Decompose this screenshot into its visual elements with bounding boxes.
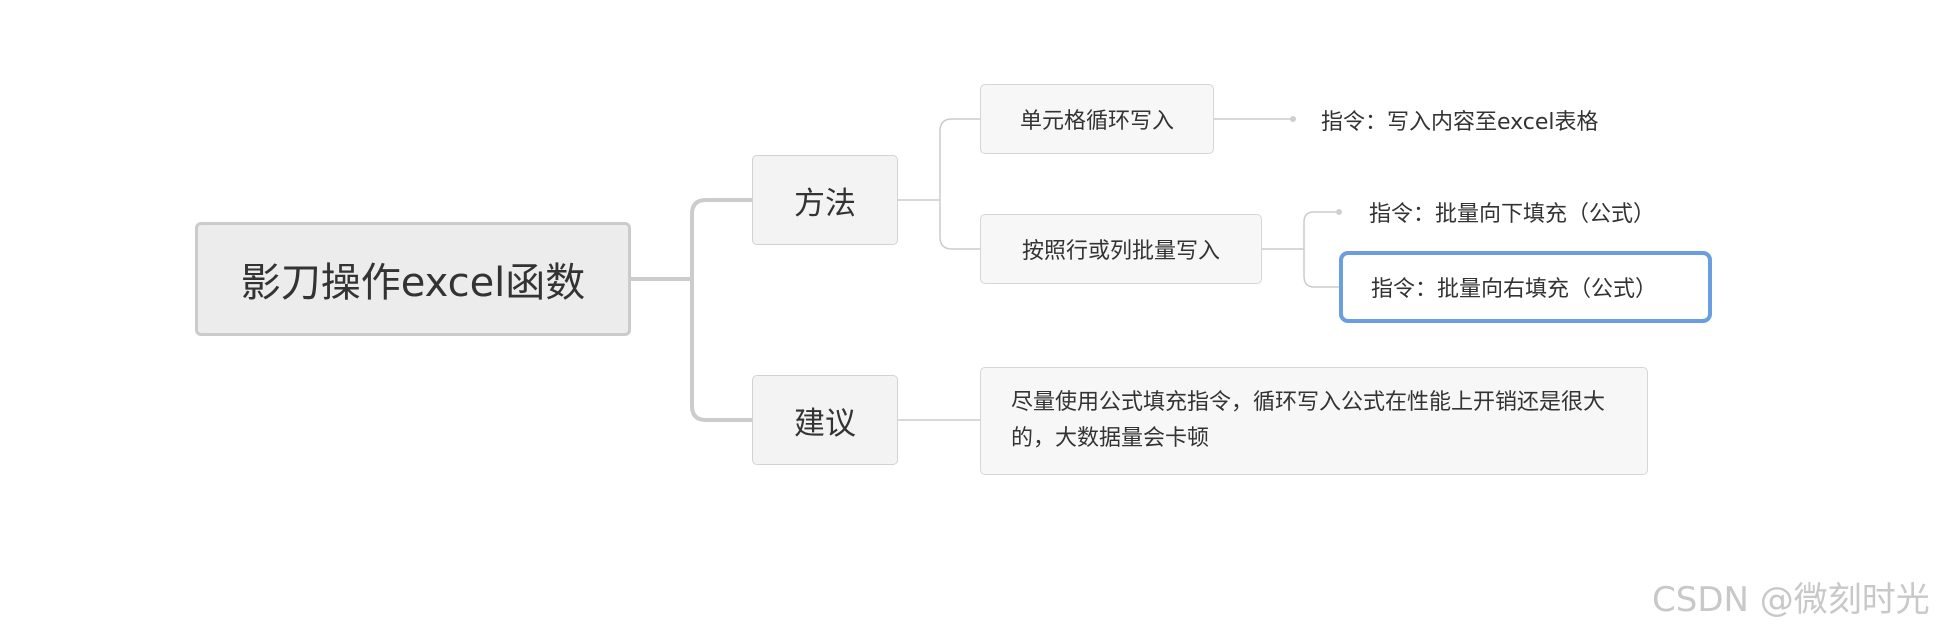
methods-node[interactable]: 方法 [752, 155, 898, 245]
methods-label: 方法 [794, 185, 856, 222]
cell-loop-node[interactable]: 单元格循环写入 [980, 84, 1214, 154]
root-label: 影刀操作excel函数 [240, 260, 586, 306]
connector-methods-cell-loop [939, 118, 980, 200]
watermark: CSDN @微刻时光 [1652, 580, 1930, 620]
advice-text: 尽量使用公式填充指令，循环写入公式在性能上开销还是很大的，大数据量会卡顿 [1011, 390, 1606, 451]
advice-node[interactable]: 建议 [752, 375, 898, 465]
connector-dot [1290, 116, 1296, 122]
fill-right-instruction-selected[interactable]: 指令：批量向右填充（公式） [1339, 251, 1712, 323]
cell-loop-label: 单元格循环写入 [1019, 109, 1174, 134]
cell-loop-instruction[interactable]: 指令：写入内容至excel表格 [1321, 110, 1599, 135]
connector-dot [1336, 209, 1342, 215]
advice-text-node[interactable]: 尽量使用公式填充指令，循环写入公式在性能上开销还是很大的，大数据量会卡顿 [980, 367, 1648, 475]
connector-methods-batch [939, 200, 980, 250]
batch-write-label: 按照行或列批量写入 [1021, 239, 1220, 264]
root-node[interactable]: 影刀操作excel函数 [195, 222, 631, 336]
connector-root-advice [690, 279, 752, 422]
connector-root-methods [690, 198, 752, 279]
fill-down-instruction[interactable]: 指令：批量向下填充（公式） [1369, 202, 1656, 227]
connector-batch-fill-down [1303, 211, 1339, 249]
advice-label: 建议 [794, 405, 856, 442]
fill-right-label: 指令：批量向右填充（公式） [1371, 277, 1658, 302]
connector-batch-fill-right [1303, 249, 1339, 288]
batch-write-node[interactable]: 按照行或列批量写入 [980, 214, 1262, 284]
